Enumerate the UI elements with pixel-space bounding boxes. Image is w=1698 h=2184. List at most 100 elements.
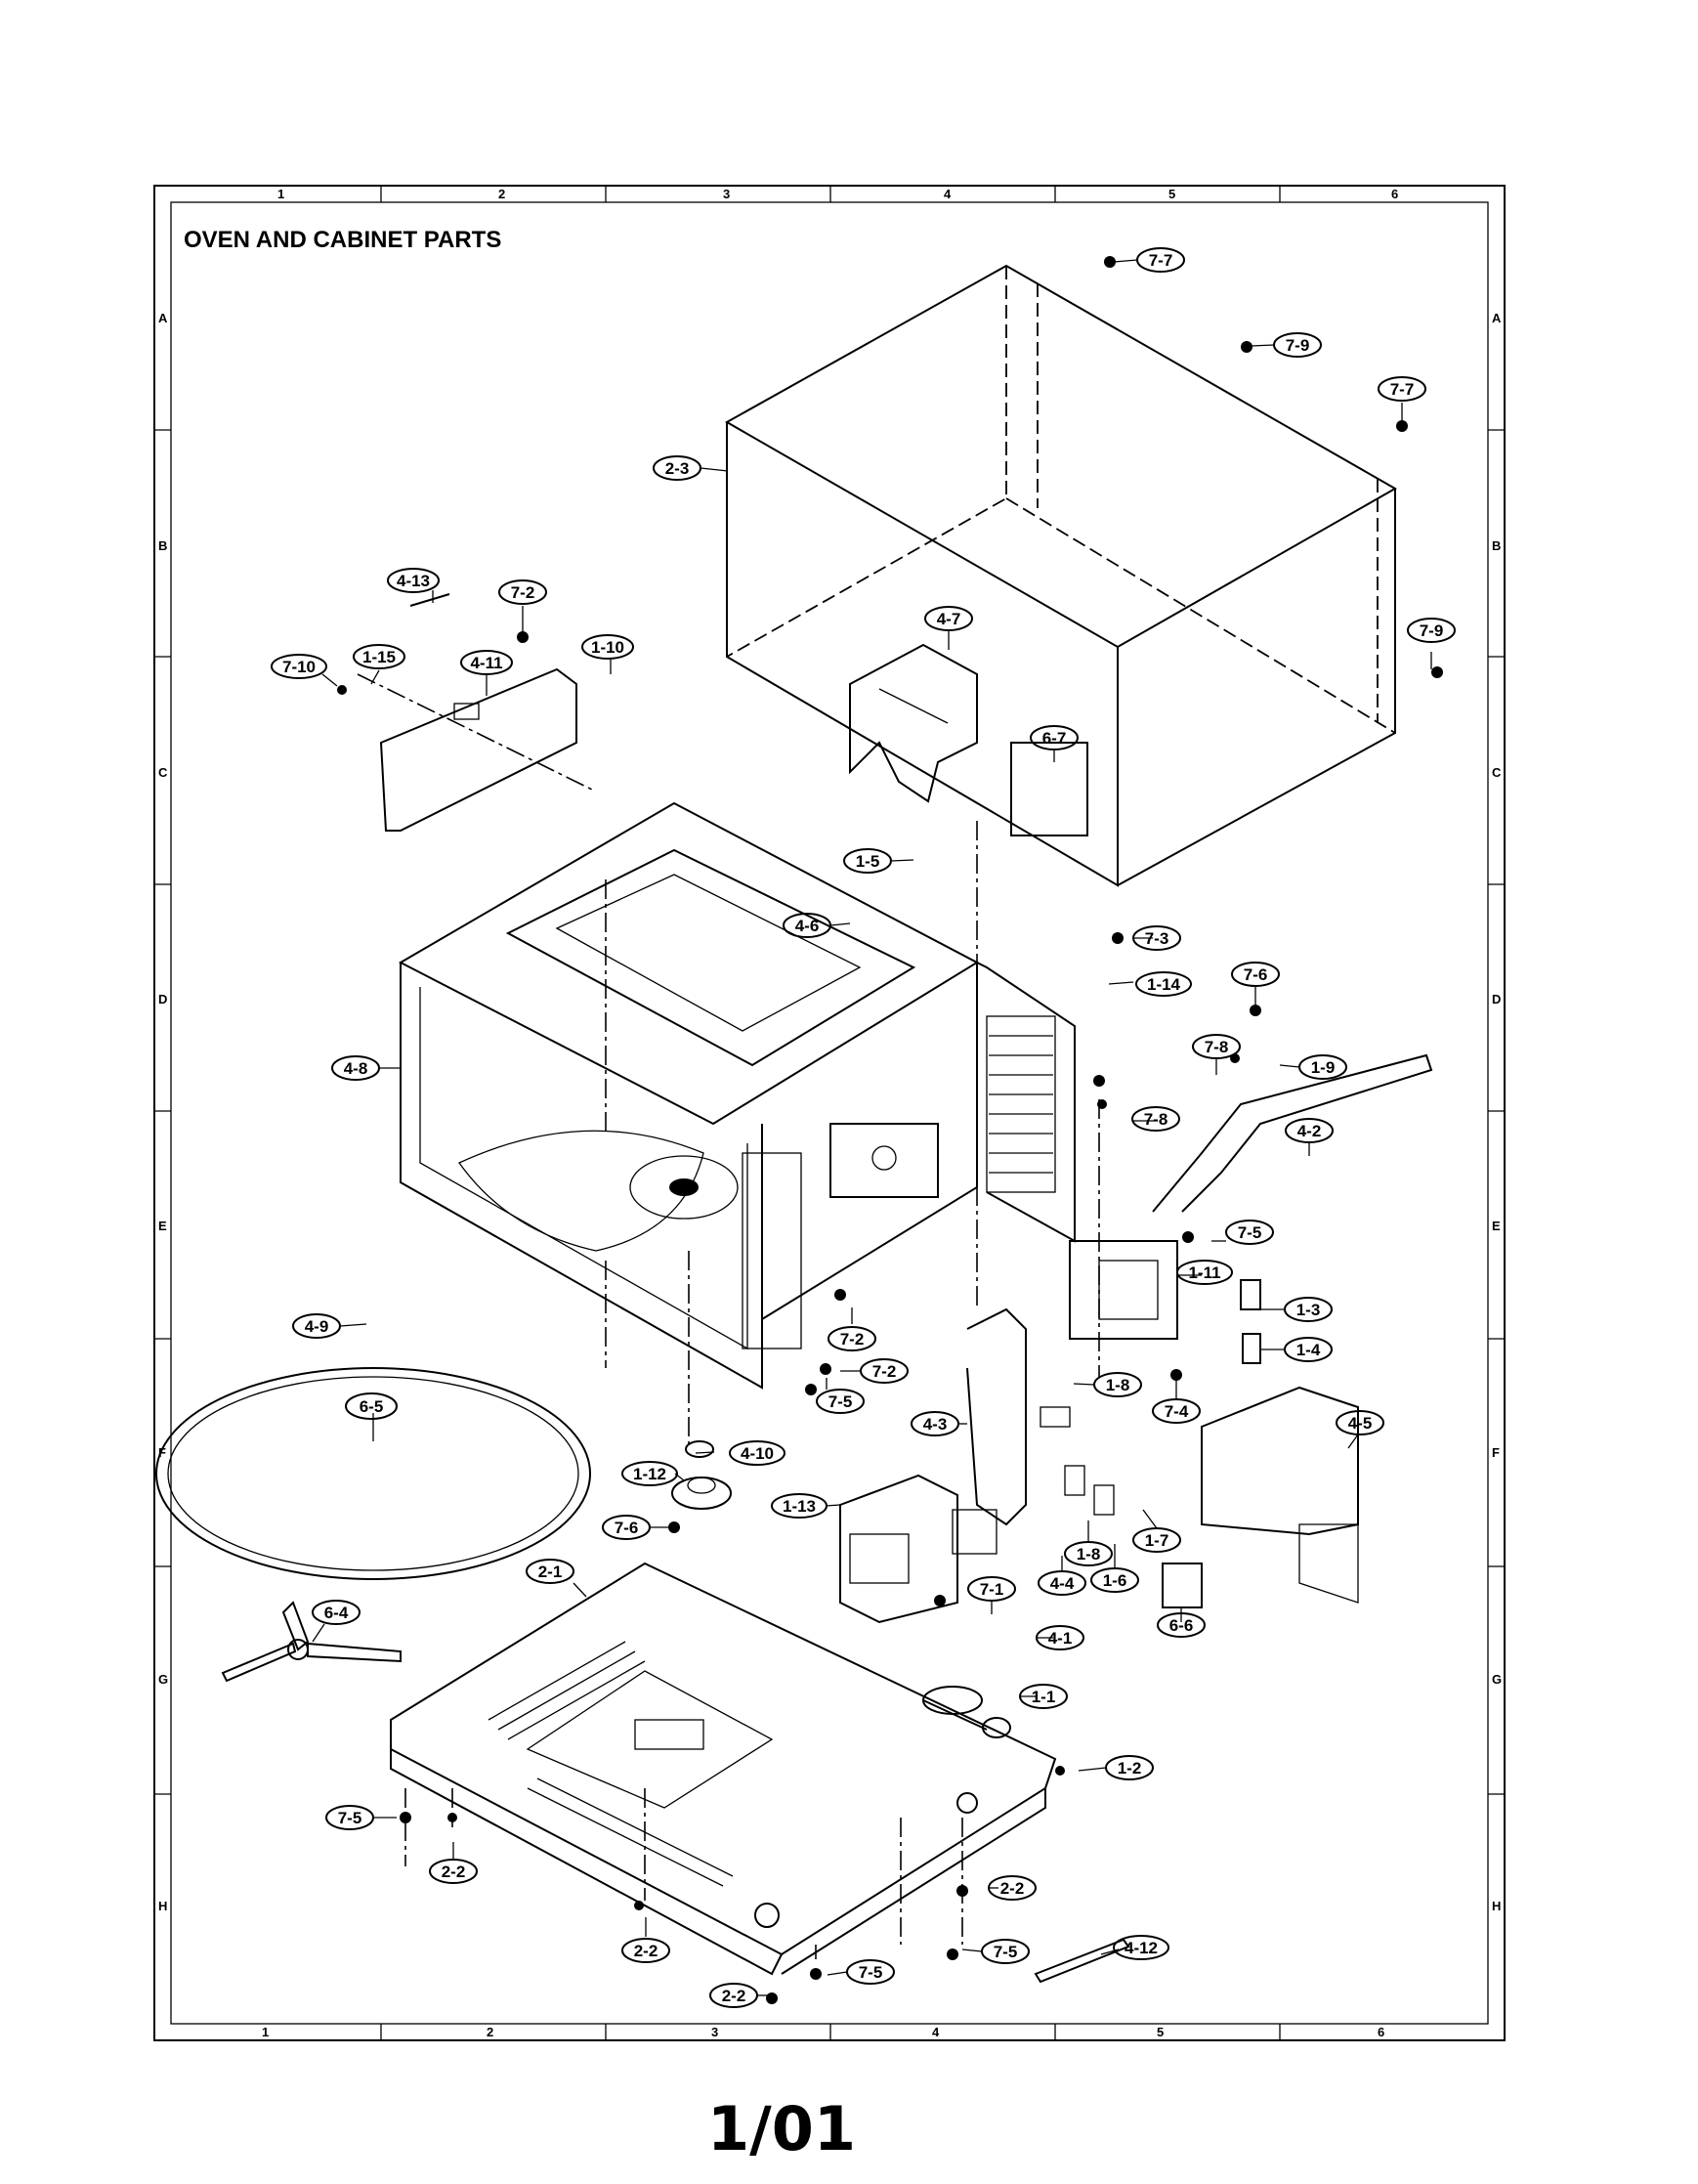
callout-7-5-bottom: 7-5 (859, 1963, 883, 1982)
callout-4-11: 4-11 (470, 654, 502, 672)
grid-col-top-6: 6 (1391, 187, 1398, 201)
callout-4-8: 4-8 (344, 1059, 368, 1078)
callout-4-10: 4-10 (741, 1444, 774, 1463)
grid-row-left-H: H (158, 1899, 167, 1913)
callout-6-6: 6-6 (1169, 1616, 1194, 1635)
callout-1-14: 1-14 (1147, 975, 1181, 994)
grid-row-left-C: C (158, 765, 168, 780)
callout-6-4: 6-4 (324, 1604, 349, 1622)
callout-1-9: 1-9 (1311, 1058, 1336, 1077)
callout-1-5: 1-5 (856, 852, 880, 871)
grid-col-top-4: 4 (944, 187, 952, 201)
callout-2-2-left: 2-2 (442, 1863, 466, 1881)
callout-2-2-bottom-mid: 2-2 (634, 1942, 658, 1960)
callout-4-13: 4-13 (397, 572, 430, 590)
grid-col-bottom-1: 1 (262, 2025, 269, 2039)
callout-7-9-right: 7-9 (1420, 621, 1444, 640)
callout-7-4: 7-4 (1165, 1402, 1189, 1421)
control-bracket (379, 593, 577, 832)
callout-4-12: 4-12 (1125, 1939, 1158, 1957)
grid-col-top-3: 3 (723, 187, 730, 201)
grid-col-bottom-2: 2 (487, 2025, 493, 2039)
roller-ring (155, 1367, 591, 1580)
callout-7-7-top: 7-7 (1149, 251, 1173, 270)
callout-7-8-mid: 7-8 (1144, 1110, 1168, 1129)
callout-7-1: 7-1 (980, 1580, 1004, 1599)
assembly-guides (357, 673, 1100, 1959)
outer-cabinet (724, 264, 1398, 887)
grid-row-left-D: D (158, 992, 167, 1006)
grid-row-right-A: A (1492, 311, 1502, 325)
air-duct (849, 643, 978, 803)
callout-1-15: 1-15 (362, 648, 396, 666)
callout-6-5: 6-5 (360, 1397, 384, 1416)
grid-col-bottom-5: 5 (1157, 2025, 1164, 2039)
callout-7-5-upper: 7-5 (1238, 1223, 1262, 1242)
oven-cavity (398, 801, 1076, 1390)
base-plate (390, 1562, 1057, 1976)
callout-1-2: 1-2 (1118, 1759, 1142, 1777)
callout-2-2-bottom: 2-2 (722, 1987, 746, 2005)
callout-1-8-lower: 1-8 (1077, 1545, 1101, 1563)
callout-4-7: 4-7 (937, 610, 961, 628)
callout-4-2: 4-2 (1297, 1122, 1322, 1140)
callout-7-2-top: 7-2 (511, 583, 535, 602)
callout-1-7: 1-7 (1145, 1531, 1169, 1550)
grid-col-bottom-6: 6 (1378, 2025, 1384, 2039)
callout-7-5-bottom-right: 7-5 (994, 1943, 1018, 1961)
callout-7-9-top: 7-9 (1286, 336, 1310, 355)
callout-4-4: 4-4 (1050, 1574, 1075, 1593)
callout-1-3: 1-3 (1296, 1301, 1321, 1319)
diagram-title: OVEN AND CABINET PARTS (184, 227, 501, 253)
callout-1-1: 1-1 (1032, 1688, 1056, 1706)
callout-7-10: 7-10 (282, 658, 316, 676)
callout-2-1: 2-1 (538, 1563, 563, 1581)
callout-4-3: 4-3 (923, 1415, 948, 1434)
grid-row-right-D: D (1492, 992, 1501, 1006)
switch-bracket (966, 1307, 1115, 1526)
turntable-motor (671, 1440, 732, 1510)
callout-7-5-mid: 7-5 (828, 1392, 853, 1411)
callout-2-2-right: 2-2 (1000, 1879, 1025, 1898)
callout-7-5-left: 7-5 (338, 1809, 362, 1827)
callout-7-7-right: 7-7 (1390, 380, 1415, 399)
grid-col-bottom-3: 3 (711, 2025, 718, 2039)
page-number: 1/01 (707, 2093, 856, 2164)
callout-4-6: 4-6 (795, 917, 820, 935)
callout-1-6: 1-6 (1103, 1571, 1127, 1590)
callout-7-8-right: 7-8 (1205, 1038, 1229, 1056)
callout-4-9: 4-9 (305, 1317, 329, 1336)
grid-row-right-F: F (1492, 1445, 1500, 1460)
grid-row-left-G: G (158, 1672, 168, 1687)
grid-col-top-2: 2 (498, 187, 505, 201)
callout-1-8-upper: 1-8 (1106, 1376, 1130, 1394)
latch-lever (1152, 1053, 1433, 1213)
hv-components (1069, 1240, 1359, 1608)
grid-row-left-E: E (158, 1219, 167, 1233)
callout-7-2-low: 7-2 (872, 1362, 897, 1381)
callout-6-7: 6-7 (1042, 729, 1067, 748)
grid-row-right-B: B (1492, 538, 1501, 553)
rail-4-12 (1034, 1938, 1130, 1984)
callout-2-3: 2-3 (665, 459, 690, 478)
callout-1-10: 1-10 (591, 638, 624, 657)
callout-4-5: 4-5 (1348, 1414, 1373, 1433)
callout-1-4: 1-4 (1296, 1341, 1321, 1359)
grid-row-right-C: C (1492, 765, 1502, 780)
callout-7-3: 7-3 (1145, 929, 1169, 948)
callout-4-1: 4-1 (1048, 1629, 1073, 1648)
callout-7-6-lower: 7-6 (615, 1519, 639, 1537)
drawing-frame: 1 2 3 4 5 6 1 2 3 4 5 6 A B C D E F G H … (153, 185, 1506, 2041)
grid-row-right-G: G (1492, 1672, 1502, 1687)
transformer (839, 1474, 998, 1624)
callout-1-12: 1-12 (633, 1465, 666, 1483)
callout-1-11: 1-11 (1188, 1263, 1220, 1282)
label-sheet-6-7 (1010, 742, 1088, 836)
grid-col-top-5: 5 (1168, 187, 1175, 201)
callouts: 7-7 7-9 7-7 2-3 7-9 4-13 7-2 1-10 7-10 1… (271, 247, 1456, 2008)
grid-row-right-E: E (1492, 1219, 1501, 1233)
callout-1-13: 1-13 (783, 1497, 816, 1516)
callout-7-2-mid: 7-2 (840, 1330, 865, 1349)
grid-row-right-H: H (1492, 1899, 1501, 1913)
